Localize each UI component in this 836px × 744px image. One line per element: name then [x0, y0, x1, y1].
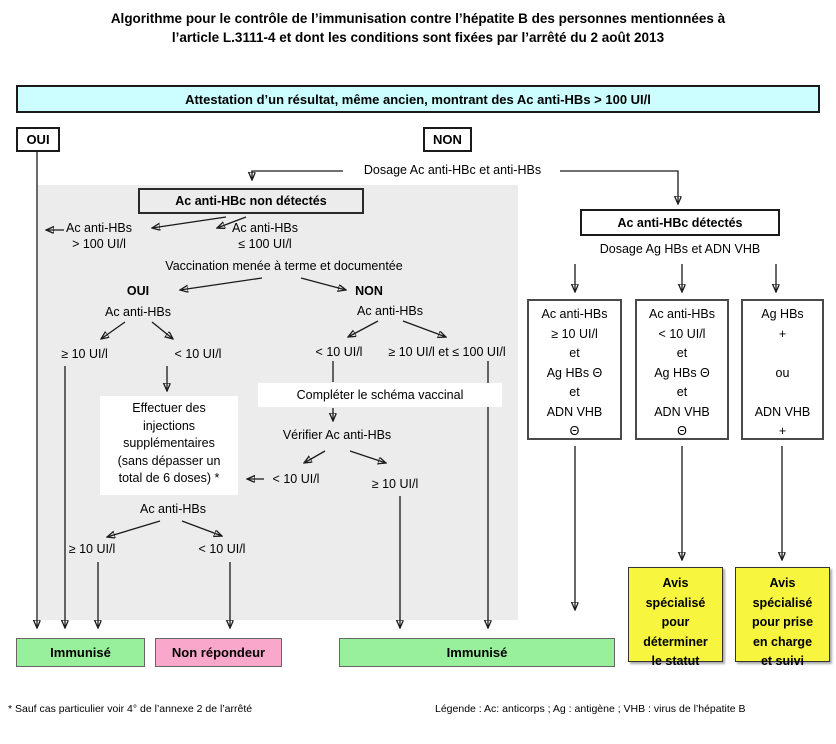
label-dosage-ag-adn: Dosage Ag HBs et ADN VHB: [599, 242, 761, 256]
node-ac-hbc-detectes: Ac anti-HBc détectés: [580, 209, 780, 236]
node-completer-schema: Compléter le schéma vaccinal: [258, 383, 502, 407]
arrow-dosage-to-detectes: [560, 170, 678, 204]
label-ge10-oui-branch: ≥ 10 UI/l: [61, 347, 108, 361]
page-title: Algorithme pour le contrôle de l’immunis…: [110, 11, 726, 45]
arrow-nondetect-to-gt100: [152, 216, 227, 228]
outcome-immunise-2: Immunisé: [339, 638, 615, 667]
node-injections-supplementaires: Effectuer des injections supplémentaires…: [100, 396, 238, 495]
arrow-nondetect-to-le100: [217, 216, 247, 228]
label-verifier-ac-hbs: Vérifier Ac anti-HBs: [282, 428, 392, 442]
label-ge10-le100: ≥ 10 UI/l et ≤ 100 UI/l: [388, 345, 506, 359]
label-ge10-after-injections: ≥ 10 UI/l: [68, 542, 116, 556]
label-ac-hbs-le100: Ac anti-HBs ≤ 100 UI/l: [232, 221, 298, 251]
label-lt10-after-verif: < 10 UI/l: [272, 472, 320, 486]
node-ac-hbc-non-detectes: Ac anti-HBc non détectés: [138, 188, 364, 214]
arrow-vaccination-to-oui: [180, 277, 263, 290]
arrow-vaccination-to-non: [300, 277, 346, 290]
label-ac-anti-hbs-non-branch: Ac anti-HBs: [357, 304, 423, 318]
arrow-achbsb-to-ge10: [107, 520, 161, 537]
label-lt10-after-injections: < 10 UI/l: [198, 542, 246, 556]
arrow-achbs-to-ge10-a: [101, 321, 126, 339]
label-dosage-ac: Dosage Ac anti-HBc et anti-HBs: [363, 163, 542, 177]
non-box: NON: [423, 127, 472, 152]
oui-box: OUI: [16, 127, 60, 152]
attestation-banner: Attestation d’un résultat, même ancien, …: [16, 85, 820, 113]
node-result-immunise-criteria: Ac anti-HBs ≥ 10 UI/l et Ag HBs Θ et ADN…: [527, 299, 622, 440]
outcome-non-repondeur: Non répondeur: [155, 638, 282, 667]
label-vaccination-non: NON: [355, 284, 383, 298]
label-ac-anti-hbs-after-injections: Ac anti-HBs: [140, 502, 206, 516]
outcome-immunise-1: Immunisé: [16, 638, 145, 667]
label-lt10-non-branch: < 10 UI/l: [315, 345, 363, 359]
label-ac-hbs-gt100: Ac anti-HBs > 100 UI/l: [66, 221, 132, 251]
label-ge10-after-verif: ≥ 10 UI/l: [371, 477, 419, 491]
arrow-achbsc-to-ge10le100: [402, 320, 446, 337]
arrow-achbsc-to-lt10: [348, 320, 379, 337]
node-result-statut-criteria: Ac anti-HBs < 10 UI/l et Ag HBs Θ et ADN…: [635, 299, 729, 440]
legend: Légende : Ac: anticorps ; Ag : antigène …: [435, 703, 746, 715]
arrow-achbs-to-lt10-a: [151, 321, 173, 339]
footnote: * Sauf cas particulier voir 4° de l’anne…: [8, 703, 253, 715]
outcome-avis-suivi: Avis spécialisé pour prise en charge et …: [735, 567, 830, 668]
arrow-verifier-to-lt10: [304, 450, 326, 463]
label-vaccination: Vaccination menée à terme et documentée: [165, 259, 403, 273]
label-lt10-oui-branch: < 10 UI/l: [174, 347, 222, 361]
node-result-positif-criteria: Ag HBs + ou ADN VHB +: [741, 299, 824, 440]
label-ac-anti-hbs-oui-branch: Ac anti-HBs: [105, 305, 171, 319]
arrow-dosage-to-non-detectes: [252, 170, 343, 180]
label-vaccination-oui: OUI: [126, 284, 150, 298]
arrow-verifier-to-ge10: [349, 450, 386, 463]
arrow-achbsb-to-lt10: [181, 520, 222, 536]
outcome-avis-statut: Avis spécialisé pour déterminer le statu…: [628, 567, 723, 668]
